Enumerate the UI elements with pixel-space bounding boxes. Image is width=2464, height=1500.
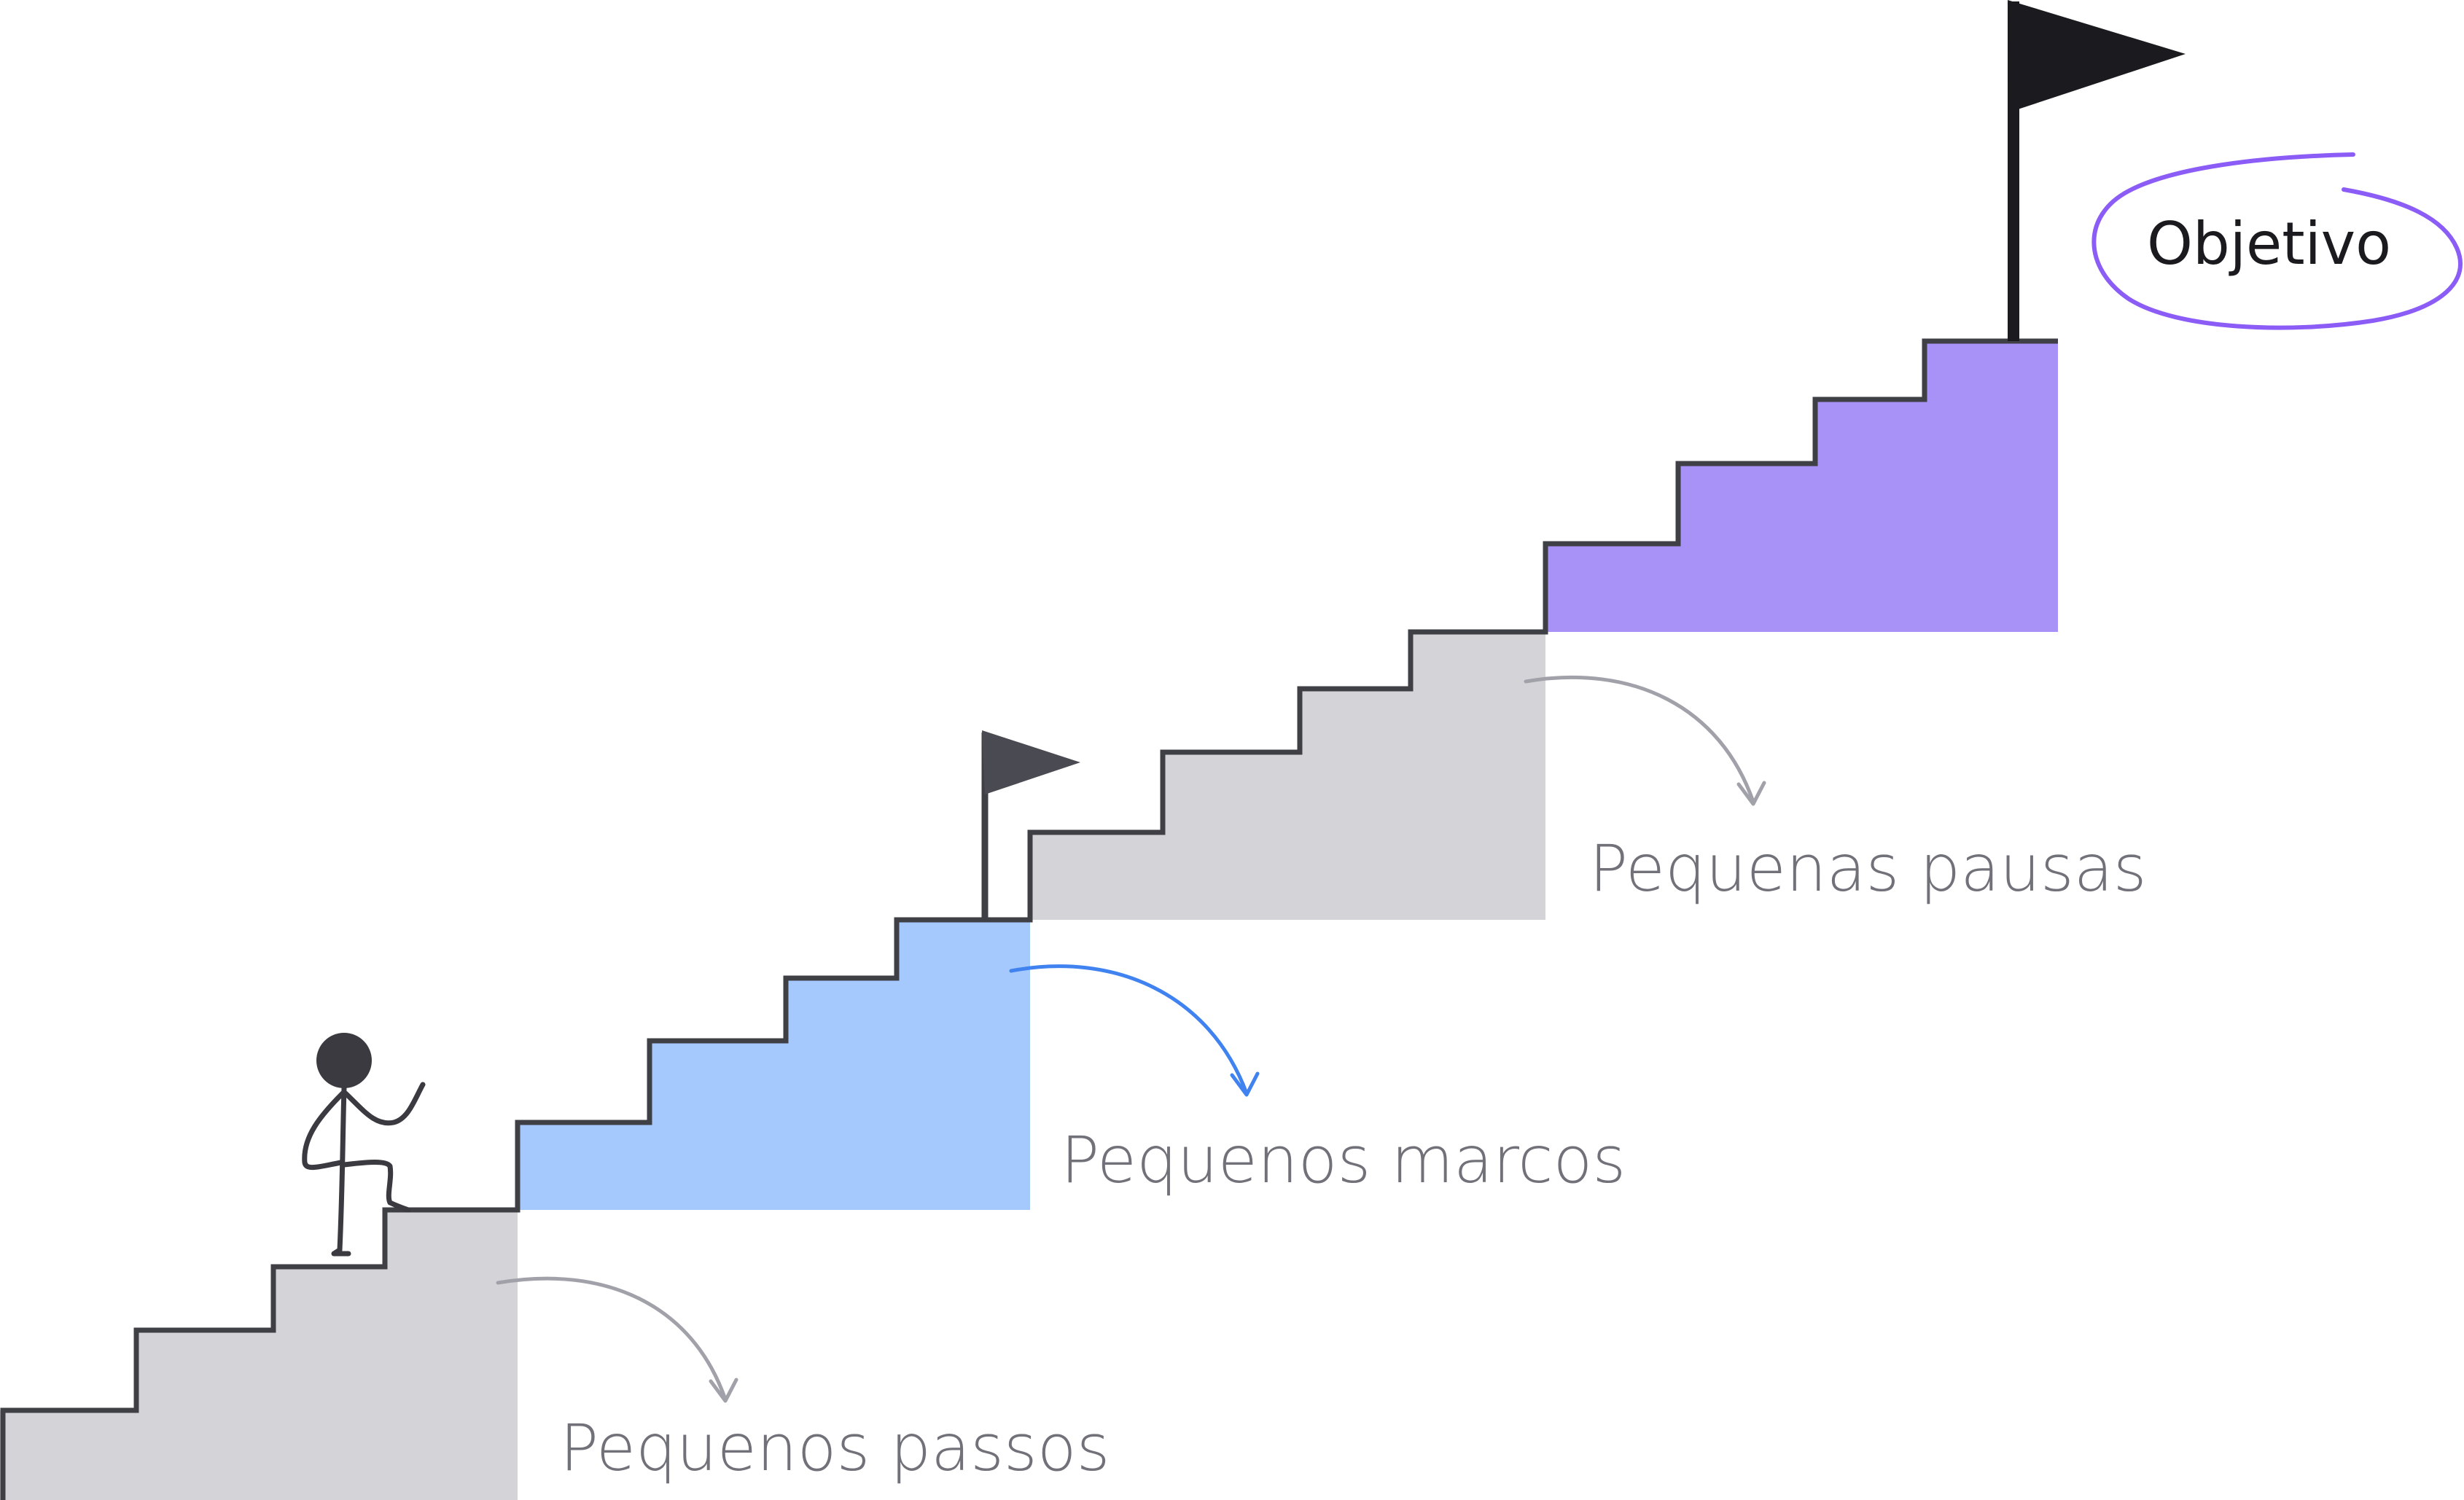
goal-ellipse	[2091, 152, 2463, 330]
arrow-pauses	[1524, 675, 1766, 806]
stair-section-pauses	[1030, 632, 1545, 920]
label-pequenos-marcos: Pequenos marcos	[1061, 1122, 1626, 1198]
label-pequenas-pausas: Pequenas pausas	[1589, 831, 2147, 906]
milestone-flag-icon	[981, 730, 1080, 920]
arrow-milestones	[1009, 964, 1260, 1097]
stair-section-goal	[1545, 341, 2058, 632]
staircase-outline	[0, 338, 2058, 1500]
goal-flag-icon	[2008, 0, 2186, 341]
label-objetivo: Objetivo	[2147, 210, 2391, 278]
label-pequenos-passos: Pequenos passos	[560, 1410, 1110, 1485]
arrow-steps	[496, 1276, 738, 1403]
stair-section-milestones	[518, 920, 1030, 1210]
stair-section-steps	[0, 1210, 518, 1500]
stick-figure-icon	[302, 1033, 426, 1257]
